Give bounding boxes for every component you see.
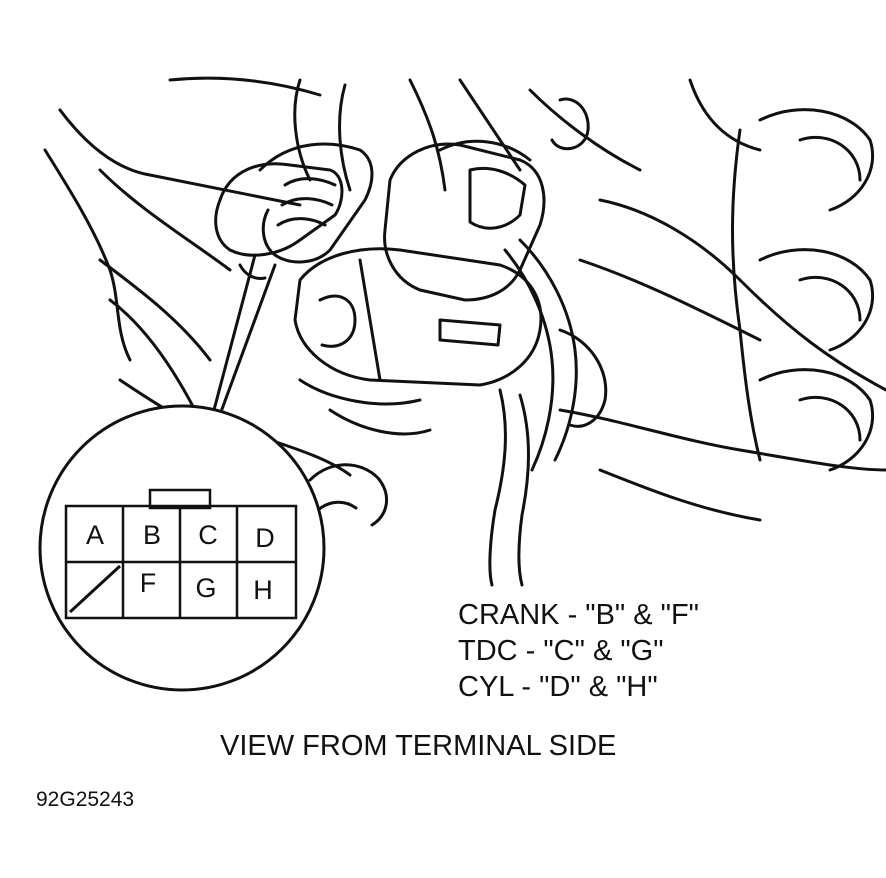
pin-a-label: A [86, 520, 104, 550]
center-connector [293, 139, 546, 436]
pin-b-label: B [143, 520, 161, 550]
pin-c-label: C [198, 520, 218, 550]
legend-line-tdc: TDC - "C" & "G" [458, 635, 664, 667]
pin-h-label: H [253, 575, 273, 605]
engine-block-outline [43, 76, 886, 522]
pin-f-label: F [140, 568, 157, 598]
legend-line-cyl: CYL - "D" & "H" [458, 671, 658, 703]
wire-harness [488, 238, 608, 587]
cylinder-tubes [731, 108, 875, 472]
terminal-view-circle: A B C D F G H [38, 404, 326, 692]
blank-pin-slash [68, 564, 122, 614]
pin-d-label: D [255, 523, 275, 553]
figure-id: 92G25243 [36, 788, 135, 811]
left-connector [214, 142, 374, 280]
legend-line-crank: CRANK - "B" & "F" [458, 599, 699, 631]
pin-function-legend: CRANK - "B" & "F" TDC - "C" & "G" CYL - … [458, 597, 699, 705]
callout-leader [208, 253, 277, 427]
view-caption: VIEW FROM TERMINAL SIDE [220, 730, 617, 762]
pin-g-label: G [195, 573, 216, 603]
